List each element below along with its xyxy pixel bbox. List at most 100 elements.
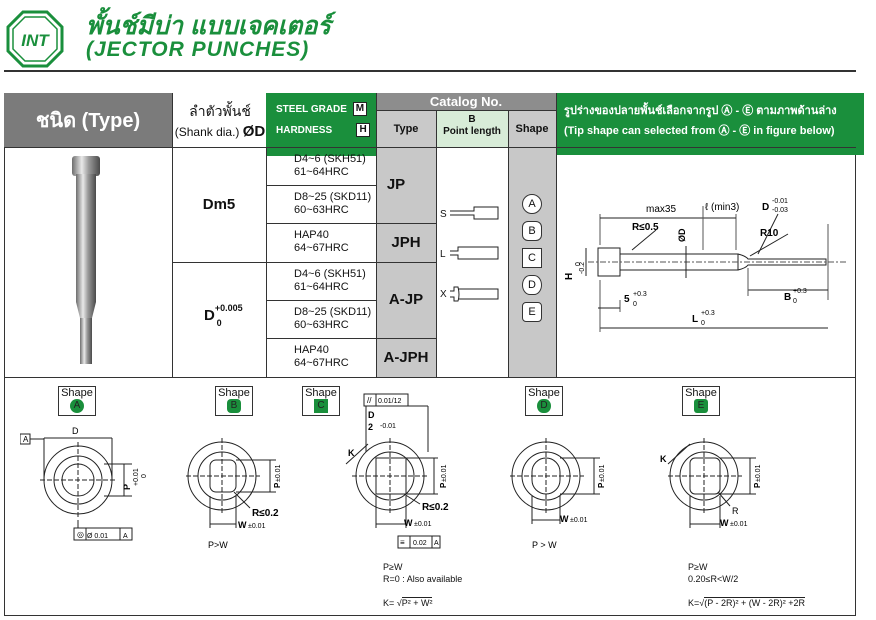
dim-b-up: +0.3	[793, 288, 807, 295]
shape-a-tol-ref: A	[123, 533, 128, 540]
shape-option-a: A	[522, 194, 542, 214]
punch-dimension-drawing: max35 ℓ (min3) D -0.01 -0.03 R≤0.5 ØD R1…	[564, 198, 848, 332]
shape-c-k: K	[348, 448, 355, 458]
shape-d-tag: Shape D	[525, 386, 563, 416]
shank-dm5: Dm5	[202, 196, 236, 213]
steel-grade-label: STEEL GRADE	[276, 103, 347, 115]
shape-a-d: D	[72, 426, 79, 436]
dim-d-low: -0.03	[772, 207, 788, 214]
shape-c-drawing: 0.01/12 // D 2 -0.01 K P ±0.01 R≤0.2 W ±…	[345, 393, 449, 549]
catalog-type: A-JPH	[383, 349, 429, 366]
header-catalog-type: Type	[376, 110, 437, 147]
shape-d-drawing: P ±0.01 W ±0.01 P > W	[510, 438, 606, 550]
tip-note-english: (Tip shape can selected from Ⓐ - Ⓔ in fi…	[564, 125, 835, 137]
shape-e-tag: Shape E	[682, 386, 720, 416]
grade-row: D8~25 (SKD11)60~63HRC	[294, 306, 372, 331]
header-catalog-no: Catalog No.	[376, 93, 556, 110]
dim-five-low: 0	[633, 301, 637, 308]
shape-b-r: R≤0.2	[252, 508, 279, 519]
catalog-type: JP	[386, 176, 406, 193]
shape-b-w-tol: ±0.01	[248, 523, 266, 530]
symmetry-icon: ≡	[400, 538, 405, 547]
shape-e-p-tol: ±0.01	[755, 464, 762, 482]
shape-a-p-low: 0	[141, 474, 148, 478]
shape-c-w: W	[404, 518, 413, 528]
dim-h-up: 0	[575, 262, 582, 266]
shape-option-e: E	[522, 302, 542, 322]
header-steel-grade: STEEL GRADE M HARDNESS H	[266, 93, 386, 156]
shape-d-p: P	[597, 482, 606, 488]
grade-row: D4~6 (SKH51)61~64HRC	[294, 153, 366, 178]
shape-b-tag: Shape B	[215, 386, 253, 416]
dim-five: 5	[624, 294, 630, 305]
dim-r10: R10	[760, 228, 779, 239]
header-shank: ลำตัวพั้นช์ (Shank dia.) ØD	[172, 93, 268, 155]
header-type: ชนิด (Type)	[4, 93, 172, 147]
shape-c-par-tol: 0.01/12	[378, 398, 401, 405]
dim-b: B	[784, 292, 791, 303]
shape-e-formula: K=√(P - 2R)² + (W - 2R)² +2R	[688, 597, 806, 608]
shape-e-drawing: K P ±0.01 R W ±0.01	[660, 438, 762, 528]
grade-row: D4~6 (SKH51)61~64HRC	[294, 268, 366, 293]
shape-a-tag: Shape A	[58, 386, 96, 416]
shape-e-notes: P≥W 0.20≤R<W/2	[688, 562, 739, 584]
catalog-type: JPH	[391, 234, 421, 251]
shape-a-tol: Ø 0.01	[87, 533, 108, 540]
shank-d-tolerance: D+0.0050	[204, 303, 243, 328]
shape-d-w-tol: ±0.01	[570, 517, 588, 524]
hardness-box: H	[356, 123, 371, 137]
header-shape: Shape	[508, 110, 556, 147]
shape-c-w-tol: ±0.01	[414, 521, 432, 528]
dim-l: L	[692, 314, 698, 325]
concentricity-icon: ◎	[77, 530, 84, 539]
point-length-l: L	[440, 249, 446, 260]
grade-row: D8~25 (SKD11)60~63HRC	[294, 191, 372, 216]
dim-r05: R≤0.5	[632, 222, 659, 233]
shape-b-p: P	[273, 482, 282, 488]
dim-od: ØD	[677, 228, 687, 242]
point-length-sketches	[450, 206, 499, 302]
title-thai: พั้นช์มีบ่า แบบเจคเตอร์	[86, 12, 331, 40]
shape-a-p-up: +0.01	[133, 468, 140, 486]
shape-e-w-tol: ±0.01	[730, 521, 748, 528]
shape-d-p-tol: ±0.01	[599, 464, 606, 482]
steel-grade-box: M	[352, 102, 367, 116]
shape-c-d-den: 2	[368, 422, 373, 432]
shape-b-note: P>W	[208, 540, 228, 550]
point-length-column	[436, 147, 508, 377]
shape-e-k: K	[660, 454, 667, 464]
shape-b-p-tol: ±0.01	[275, 464, 282, 482]
dim-l-min3: ℓ (min3)	[705, 202, 739, 213]
shape-c-p-tol: ±0.01	[441, 464, 448, 482]
dim-l-low: 0	[701, 320, 705, 327]
dim-d: D	[762, 202, 769, 213]
shape-e-p: P	[753, 482, 762, 488]
shape-a-p: P	[122, 484, 132, 490]
dim-l-up: +0.3	[701, 310, 715, 317]
dim-max35: max35	[646, 204, 676, 215]
header-point-length: B Point length	[436, 110, 509, 151]
hardness-label: HARDNESS	[276, 124, 333, 136]
shape-option-c: C	[522, 248, 542, 268]
shape-c-notes: P≥W R=0 : Also available	[383, 562, 463, 584]
shape-c-p: P	[439, 482, 448, 488]
int-logo: INT	[6, 10, 64, 68]
dim-h-low: -0.2	[579, 262, 586, 274]
shape-c-sym-ref: A	[434, 540, 439, 547]
shape-e-r: R	[732, 506, 739, 516]
parallelism-icon: //	[367, 396, 372, 405]
logo-text: INT	[21, 31, 50, 50]
point-length-s: S	[440, 209, 447, 220]
shape-c-tag: Shape C	[302, 386, 340, 416]
shape-c-d: D	[368, 410, 375, 420]
shape-d-note: P > W	[532, 540, 557, 550]
title-english: (JECTOR PUNCHES)	[86, 38, 310, 61]
shape-e-w: W	[720, 518, 729, 528]
shape-option-b: B	[522, 221, 542, 241]
punch-photo	[72, 156, 100, 364]
shape-option-d: D	[522, 275, 542, 295]
dim-five-up: +0.3	[633, 291, 647, 298]
dim-d-up: -0.01	[772, 198, 788, 205]
